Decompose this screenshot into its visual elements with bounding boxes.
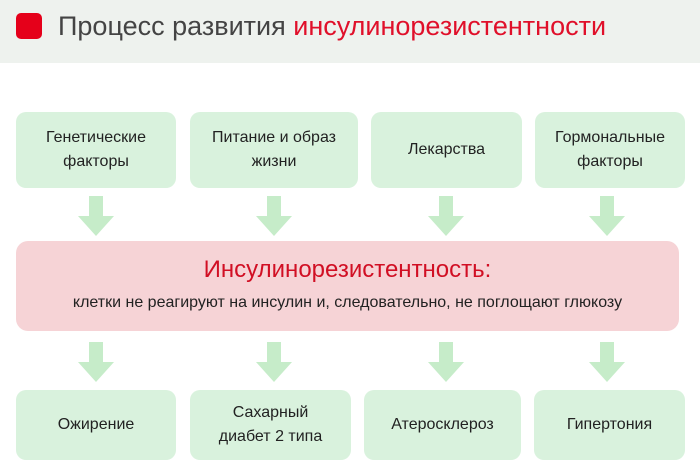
effect-box-diabetes: Сахарный диабет 2 типа [190,390,351,460]
down-arrow-icon [428,196,464,236]
down-arrow-icon [589,196,625,236]
cause-label: Гормональные факторы [555,129,665,170]
effect-box-obesity: Ожирение [16,390,176,460]
center-description: клетки не реагируют на инсулин и, следов… [72,294,623,311]
effect-label: Гипертония [566,416,653,433]
down-arrow-icon [428,342,464,382]
cause-label: Питание и образ жизни [212,129,336,170]
center-title: Инсулинорезистентность: [203,256,492,283]
effect-box-atherosclerosis: Атеросклероз [364,390,521,460]
header-square-icon [16,13,42,39]
down-arrow-icon [256,342,292,382]
down-arrow-icon [78,196,114,236]
effect-label: Атеросклероз [391,416,494,433]
page-title: Процесс развития инсулинорезистентности [58,8,606,44]
down-arrow-icon [256,196,292,236]
effect-label: Сахарный диабет 2 типа [218,404,323,445]
cause-box-hormonal: Гормональные факторы [535,112,685,188]
insulin-resistance-box: Инсулинорезистентность: клетки не реагир… [16,241,679,331]
cause-label: Генетические факторы [45,129,147,170]
title-prefix: Процесс развития [58,11,294,41]
effect-box-hypertension: Гипертония [534,390,685,460]
cause-box-genetic: Генетические факторы [16,112,176,188]
title-highlight: инсулинорезистентности [293,11,607,41]
down-arrow-icon [78,342,114,382]
header: Процесс развития инсулинорезистентности [0,0,700,63]
down-arrow-icon [589,342,625,382]
cause-label: Лекарства [407,141,486,158]
cause-box-medications: Лекарства [371,112,522,188]
effect-label: Ожирение [57,416,135,433]
cause-box-lifestyle: Питание и образ жизни [190,112,358,188]
